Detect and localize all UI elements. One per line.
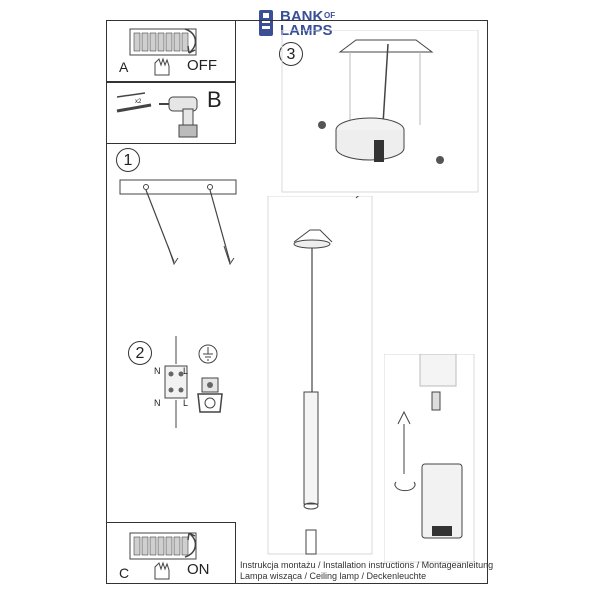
screw-plug-icon	[116, 92, 152, 113]
caption-instructions: Instrukcja montażu / Installation instru…	[240, 560, 494, 570]
panel-b-letter: B	[207, 87, 222, 112]
step-2-circle: 2	[128, 341, 152, 365]
panel-b-count: x2	[135, 99, 142, 105]
terminal-block-illustration	[164, 336, 188, 428]
hand-icon	[154, 57, 170, 76]
fuse-box-icon	[129, 532, 197, 560]
wire-l-top: L	[183, 366, 189, 376]
panel-a-action: OFF	[187, 57, 217, 74]
arrow-icon	[184, 28, 197, 54]
panel-c-letter: C	[119, 565, 130, 581]
panel-a: A OFF	[106, 20, 236, 82]
lighthouse-icon	[259, 10, 273, 36]
bulb-detail-illustration	[384, 354, 475, 563]
hand-icon	[154, 561, 170, 580]
brand-of: OF	[324, 11, 336, 20]
step-1-circle: 1	[116, 148, 140, 172]
ground-icon	[198, 344, 218, 364]
step-3-illustration	[281, 30, 479, 193]
wire-l-bottom: L	[183, 398, 189, 408]
ground-terminal-illustration	[197, 377, 223, 413]
instruction-sheet-frame	[106, 20, 488, 584]
wire-n-top: N	[154, 366, 161, 376]
wire-n-bottom: N	[154, 398, 161, 408]
panel-c: C ON	[106, 522, 236, 584]
panel-c-action: ON	[187, 561, 210, 578]
drill-icon	[159, 96, 198, 138]
panel-a-letter: A	[119, 59, 129, 75]
fuse-box-icon	[129, 28, 197, 56]
caption-product-type: Lampa wisząca / Ceiling lamp / Deckenleu…	[240, 571, 427, 581]
step-1-illustration	[119, 179, 237, 266]
pendant-lamp-illustration	[267, 196, 373, 555]
panel-b: x2 B	[106, 82, 236, 144]
arrow-icon	[184, 532, 197, 558]
step-3-circle: 3	[279, 42, 303, 66]
